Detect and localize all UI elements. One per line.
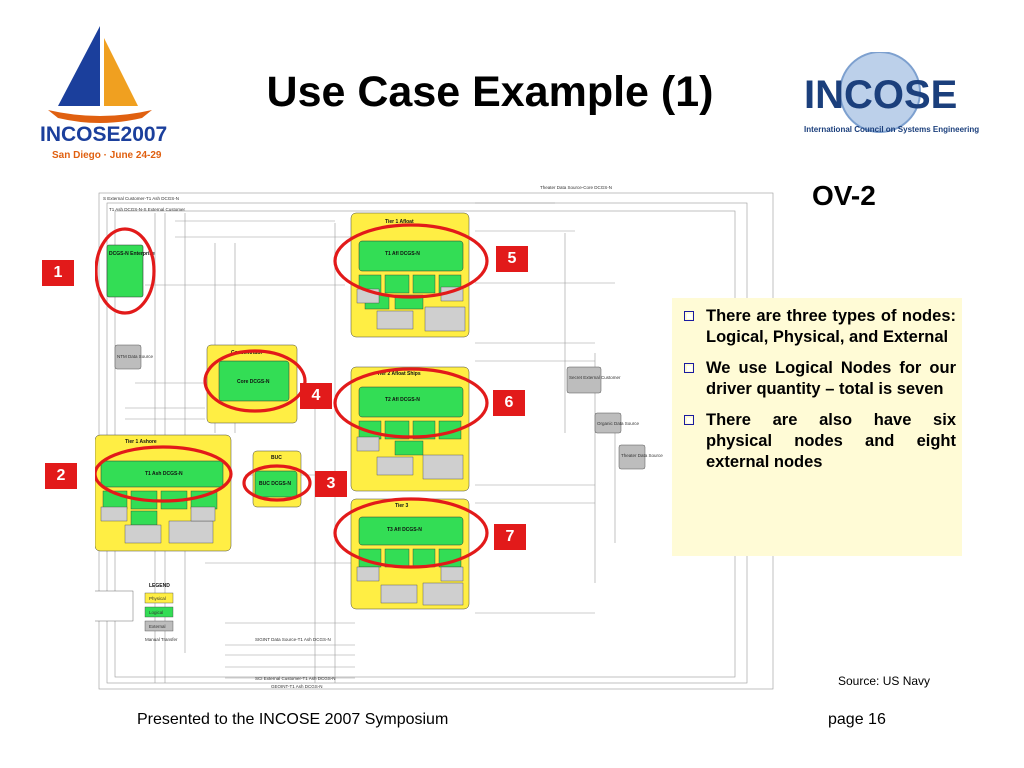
square-bullet-icon	[684, 415, 694, 425]
legend-external: External	[149, 624, 166, 629]
flow-label: T1 Ash DCGS-N-S External Customer	[109, 207, 186, 212]
node-buc-dcgs: BUC DCGS-N	[259, 481, 291, 487]
node-buc: BUC	[271, 455, 282, 461]
node-tier1-ashore: Tier 1 Ashore	[125, 439, 157, 445]
source-note: Source: US Navy	[838, 674, 931, 688]
highlight-ellipse-1	[94, 227, 156, 315]
legend-title: LEGEND	[149, 583, 170, 589]
highlight-ellipse-2	[93, 445, 233, 503]
marker-2: 2	[45, 463, 77, 489]
slide-title: Use Case Example (1)	[266, 68, 714, 116]
notes-callout: There are three types of nodes: Logical,…	[672, 298, 962, 556]
diagram-type-label: OV-2	[812, 180, 876, 211]
marker-7: 7	[494, 524, 526, 550]
svg-text:INCOSE: INCOSE	[804, 73, 957, 117]
incose-2007-logo: INCOSE2007 San Diego · June 24-29	[30, 18, 180, 168]
marker-4: 4	[300, 383, 332, 409]
flow-label: SCI External Customer-T1 Ash DCGS-N	[255, 676, 336, 681]
highlight-ellipse-7	[333, 497, 489, 569]
flow-label: Theater Data Source-Core DCGS-N	[540, 185, 612, 190]
node-tier2-afloat: Tier 2 Afloat Ships	[377, 371, 421, 377]
svg-text:International Council on Syste: International Council on Systems Enginee…	[804, 125, 979, 134]
marker-5: 5	[496, 246, 528, 272]
legend-logical: Logical	[149, 610, 163, 615]
highlight-ellipse-4	[203, 349, 307, 413]
node-t1-ashore-dcgs: T1 Ash DCGS-N	[145, 471, 183, 477]
node-external-customer: Secret External Customer	[569, 375, 621, 380]
node-theater: Theater Data Source	[621, 453, 663, 458]
marker-1: 1	[42, 260, 74, 286]
bullet-item: We use Logical Nodes for our driver quan…	[680, 358, 956, 400]
footer-page-number: page 16	[828, 711, 886, 728]
node-t1-afloat-dcgs: T1 Afl DCGS-N	[385, 251, 420, 257]
square-bullet-icon	[684, 363, 694, 373]
node-t3-dcgs: T3 Afl DCGS-N	[387, 527, 422, 533]
highlight-ellipse-6	[333, 367, 489, 439]
bullet-list: There are three types of nodes: Logical,…	[680, 306, 956, 473]
marker-3: 3	[315, 471, 347, 497]
ov2-diagram: Theater Data Source-Core DCGS-N S Extern…	[92, 183, 785, 693]
legend-physical: Physical	[149, 596, 166, 601]
highlight-ellipse-3	[242, 464, 312, 502]
node-t2-afloat-dcgs: T2 Afl DCGS-N	[385, 397, 420, 403]
flow-label: S External Customer-T1 Ash DCGS-N	[103, 196, 179, 201]
flow-label: GEOINT-T1 Ash DCGS-N	[271, 684, 323, 689]
highlight-ellipse-5	[333, 223, 489, 299]
footer-presentation: Presented to the INCOSE 2007 Symposium	[137, 711, 449, 728]
bullet-item: There are three types of nodes: Logical,…	[680, 306, 956, 348]
node-core-dcgs: Core DCGS-N	[237, 379, 270, 385]
square-bullet-icon	[684, 311, 694, 321]
node-organic: Organic Data Source	[597, 421, 640, 426]
node-dcgs-enterprise: DCGS-N Enterprise	[109, 251, 155, 257]
node-ntm: NTM Data Source	[117, 354, 154, 359]
node-tier3: Tier 3	[395, 503, 408, 509]
node-concentrator: Concentrator	[231, 350, 262, 356]
marker-6: 6	[493, 390, 525, 416]
node-tier1-afloat: Tier 1 Afloat	[385, 219, 414, 225]
bullet-item: There are also have six physical nodes a…	[680, 410, 956, 473]
legend-manual: Manual Transfer	[145, 637, 178, 642]
incose-logo: INCOSE International Council on Systems …	[800, 51, 980, 148]
svg-text:INCOSE2007: INCOSE2007	[40, 123, 167, 146]
flow-label: SIGINT Data Source-T1 Ash DCGS-N	[255, 637, 331, 642]
svg-text:San Diego · June 24-29: San Diego · June 24-29	[52, 150, 162, 161]
